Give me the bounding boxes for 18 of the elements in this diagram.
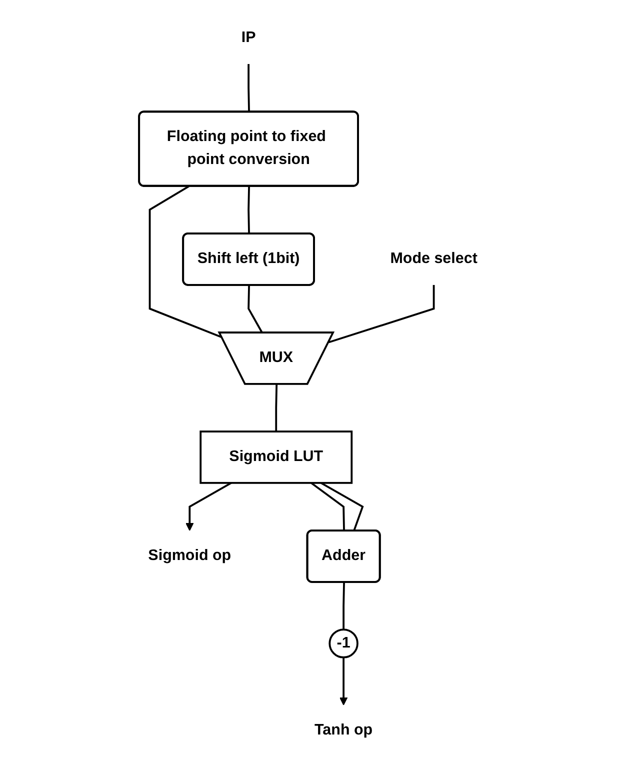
block-diagram: IP Floating point to fixed point conversion Shift left (1bit) MUX Mode select Sigmoid LUT Sigmoid op Adder -1 Tanh op: [112, 5, 514, 764]
connector: [320, 482, 364, 532]
node-text: Tanh op: [314, 722, 372, 738]
node-box: [199, 430, 352, 484]
node-text: Sigmoid op: [148, 548, 231, 564]
connector: [247, 186, 250, 234]
connector: [342, 582, 345, 630]
node-circle: [328, 628, 358, 658]
connector: [247, 64, 250, 112]
arrow: [185, 482, 232, 531]
arrow: [339, 657, 348, 706]
node-text: IP: [241, 30, 256, 46]
connector: [310, 482, 345, 531]
connector: [247, 285, 263, 334]
connector: [274, 384, 278, 432]
connector: [148, 186, 222, 338]
node-text: Mode select: [390, 250, 478, 267]
connector: [328, 284, 434, 344]
